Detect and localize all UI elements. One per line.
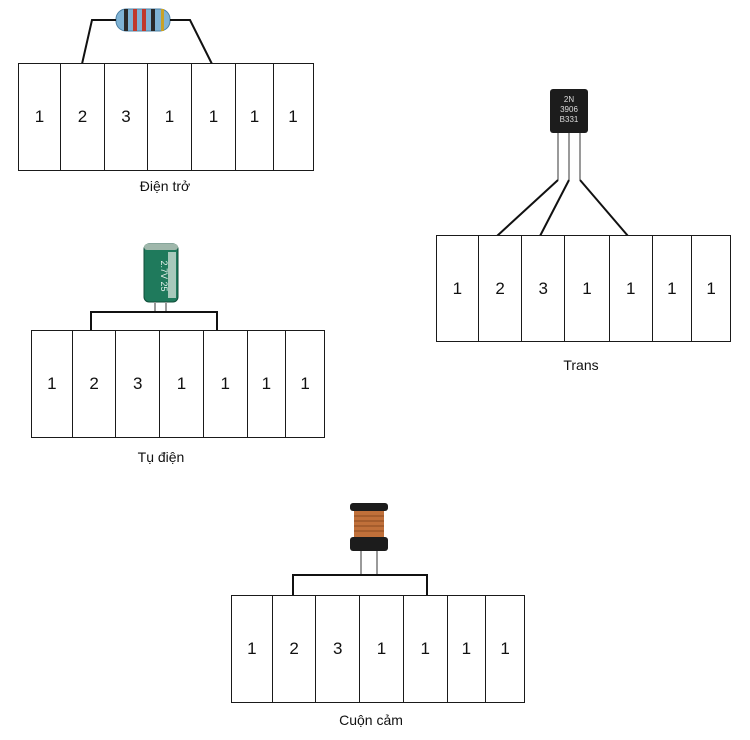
board-cell: 1 bbox=[706, 278, 716, 298]
board-cell: 1 bbox=[565, 236, 610, 341]
board-cell: 1 bbox=[160, 331, 204, 437]
board-cell: 2 bbox=[61, 64, 105, 170]
board-cell: 1 bbox=[360, 596, 404, 702]
resistor-board: 1 2 3 1 1 1 1 bbox=[18, 63, 314, 171]
board-cell: 1 bbox=[404, 596, 448, 702]
resistor-icon bbox=[81, 8, 213, 65]
board-cell: 1 bbox=[437, 236, 479, 341]
board-cell: 1 bbox=[300, 374, 310, 393]
board-cell: 2 bbox=[479, 236, 523, 341]
board-cell: 1 bbox=[192, 64, 236, 170]
board-cell: 1 bbox=[204, 331, 248, 437]
board-cell: 2 bbox=[273, 596, 317, 702]
transistor-icon: 2N 3906 B331 bbox=[496, 89, 629, 237]
inductor-caption: Cuộn cảm bbox=[339, 712, 403, 728]
capacitor-board: 1 2 3 1 1 1 1 bbox=[31, 330, 325, 438]
transistor-caption: Trans bbox=[563, 357, 599, 373]
board-cell: 1 bbox=[653, 236, 693, 341]
inductor-icon bbox=[292, 503, 428, 595]
board-cell: 3 bbox=[316, 596, 361, 702]
board-cell: 2 bbox=[73, 331, 117, 437]
board-cell: 1 bbox=[288, 107, 298, 126]
board-cell: 1 bbox=[19, 64, 61, 170]
board-cell: 1 bbox=[236, 64, 274, 170]
board-cell: 3 bbox=[116, 331, 161, 437]
transistor-label-2: 3906 bbox=[560, 105, 578, 114]
capacitor-icon: 2.7V 25 bbox=[90, 243, 218, 330]
board-cell: 3 bbox=[105, 64, 148, 170]
board-cell: 1 bbox=[610, 236, 653, 341]
capacitor-label: 2.7V 25 bbox=[159, 260, 169, 291]
inductor-board: 1 2 3 1 1 1 1 bbox=[231, 595, 525, 703]
board-cell: 1 bbox=[32, 331, 73, 437]
board-cell: 1 bbox=[148, 64, 192, 170]
transistor-board: 1 2 3 1 1 1 1 bbox=[436, 235, 731, 342]
capacitor-caption: Tụ điện bbox=[137, 449, 185, 465]
board-cell: 1 bbox=[232, 596, 273, 702]
transistor-label-1: 2N bbox=[564, 95, 574, 104]
board-cell: 1 bbox=[500, 639, 510, 658]
resistor-caption: Điện trở bbox=[139, 178, 191, 194]
board-cell: 1 bbox=[248, 331, 287, 437]
board-cell: 1 bbox=[448, 596, 487, 702]
transistor-label-3: B331 bbox=[560, 115, 579, 124]
board-cell: 3 bbox=[522, 236, 566, 341]
